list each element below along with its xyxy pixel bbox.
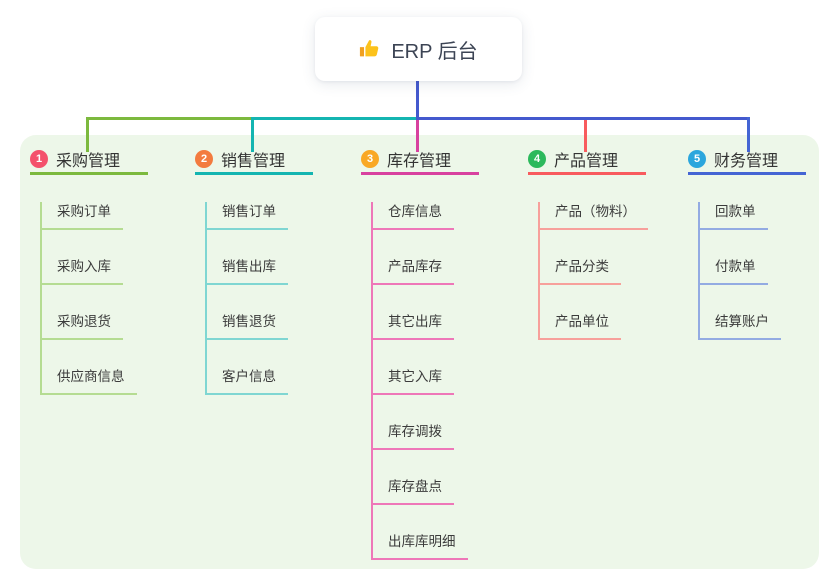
root-node-label: ERP 后台 [391, 40, 478, 63]
branch-5: 5 财务管理 回款单付款单结算账户 [688, 146, 806, 340]
connector-line [416, 117, 750, 120]
connector-line [416, 120, 419, 152]
child-node[interactable]: 出库库明细 [373, 532, 468, 560]
child-node[interactable]: 其它入库 [373, 367, 454, 395]
branch-header[interactable]: 2 销售管理 [195, 146, 313, 175]
branch-children: 采购订单采购入库采购退货供应商信息 [40, 202, 137, 395]
child-node[interactable]: 库存调拨 [373, 422, 454, 450]
connector-line [251, 117, 418, 120]
branch-label: 销售管理 [221, 153, 286, 170]
branch-number-badge: 3 [361, 150, 379, 168]
child-node[interactable]: 结算账户 [700, 312, 781, 340]
branch-children: 销售订单销售出库销售退货客户信息 [205, 202, 288, 395]
branch-number-badge: 2 [195, 150, 213, 168]
child-node[interactable]: 销售退货 [207, 312, 288, 340]
child-node[interactable]: 其它出库 [373, 312, 454, 340]
child-node[interactable]: 销售订单 [207, 202, 288, 230]
branch-4: 4 产品管理 产品（物料） 产品分类产品单位 [528, 146, 648, 340]
mindmap-canvas-background [20, 135, 819, 569]
branch-children: 产品（物料） 产品分类产品单位 [538, 202, 648, 340]
connector-line [251, 117, 254, 152]
branch-1: 1 采购管理 采购订单采购入库采购退货供应商信息 [30, 146, 148, 395]
child-node[interactable]: 采购退货 [42, 312, 123, 340]
child-node[interactable]: 库存盘点 [373, 477, 454, 505]
branch-number-badge: 4 [528, 150, 546, 168]
branch-label: 采购管理 [56, 153, 121, 170]
child-node[interactable]: 回款单 [700, 202, 768, 230]
connector-line [416, 80, 419, 120]
branch-header[interactable]: 5 财务管理 [688, 146, 806, 175]
child-node[interactable]: 客户信息 [207, 367, 288, 395]
branch-3: 3 库存管理 仓库信息产品库存其它出库其它入库库存调拨库存盘点出库库明细 [361, 146, 479, 560]
thumbs-up-icon [359, 38, 381, 60]
branch-header[interactable]: 1 采购管理 [30, 146, 148, 175]
branch-header[interactable]: 4 产品管理 [528, 146, 646, 175]
child-node[interactable]: 产品（物料） [540, 202, 648, 230]
branch-number-badge: 1 [30, 150, 48, 168]
branch-number-badge: 5 [688, 150, 706, 168]
child-node[interactable]: 产品库存 [373, 257, 454, 285]
child-node[interactable]: 供应商信息 [42, 367, 137, 395]
branch-children: 回款单付款单结算账户 [698, 202, 781, 340]
child-node[interactable]: 采购订单 [42, 202, 123, 230]
branch-label: 库存管理 [387, 153, 452, 170]
connector-line [86, 117, 254, 120]
branch-children: 仓库信息产品库存其它出库其它入库库存调拨库存盘点出库库明细 [371, 202, 468, 560]
branch-label: 财务管理 [714, 153, 779, 170]
connector-line [584, 120, 587, 152]
branch-header[interactable]: 3 库存管理 [361, 146, 479, 175]
child-node[interactable]: 仓库信息 [373, 202, 454, 230]
connector-line [86, 117, 89, 152]
connector-line [747, 117, 750, 152]
root-node[interactable]: ERP 后台 [315, 17, 522, 81]
branch-label: 产品管理 [554, 153, 619, 170]
child-node[interactable]: 产品分类 [540, 257, 621, 285]
child-node[interactable]: 付款单 [700, 257, 768, 285]
child-node[interactable]: 采购入库 [42, 257, 123, 285]
child-node[interactable]: 产品单位 [540, 312, 621, 340]
child-node[interactable]: 销售出库 [207, 257, 288, 285]
branch-2: 2 销售管理 销售订单销售出库销售退货客户信息 [195, 146, 313, 395]
